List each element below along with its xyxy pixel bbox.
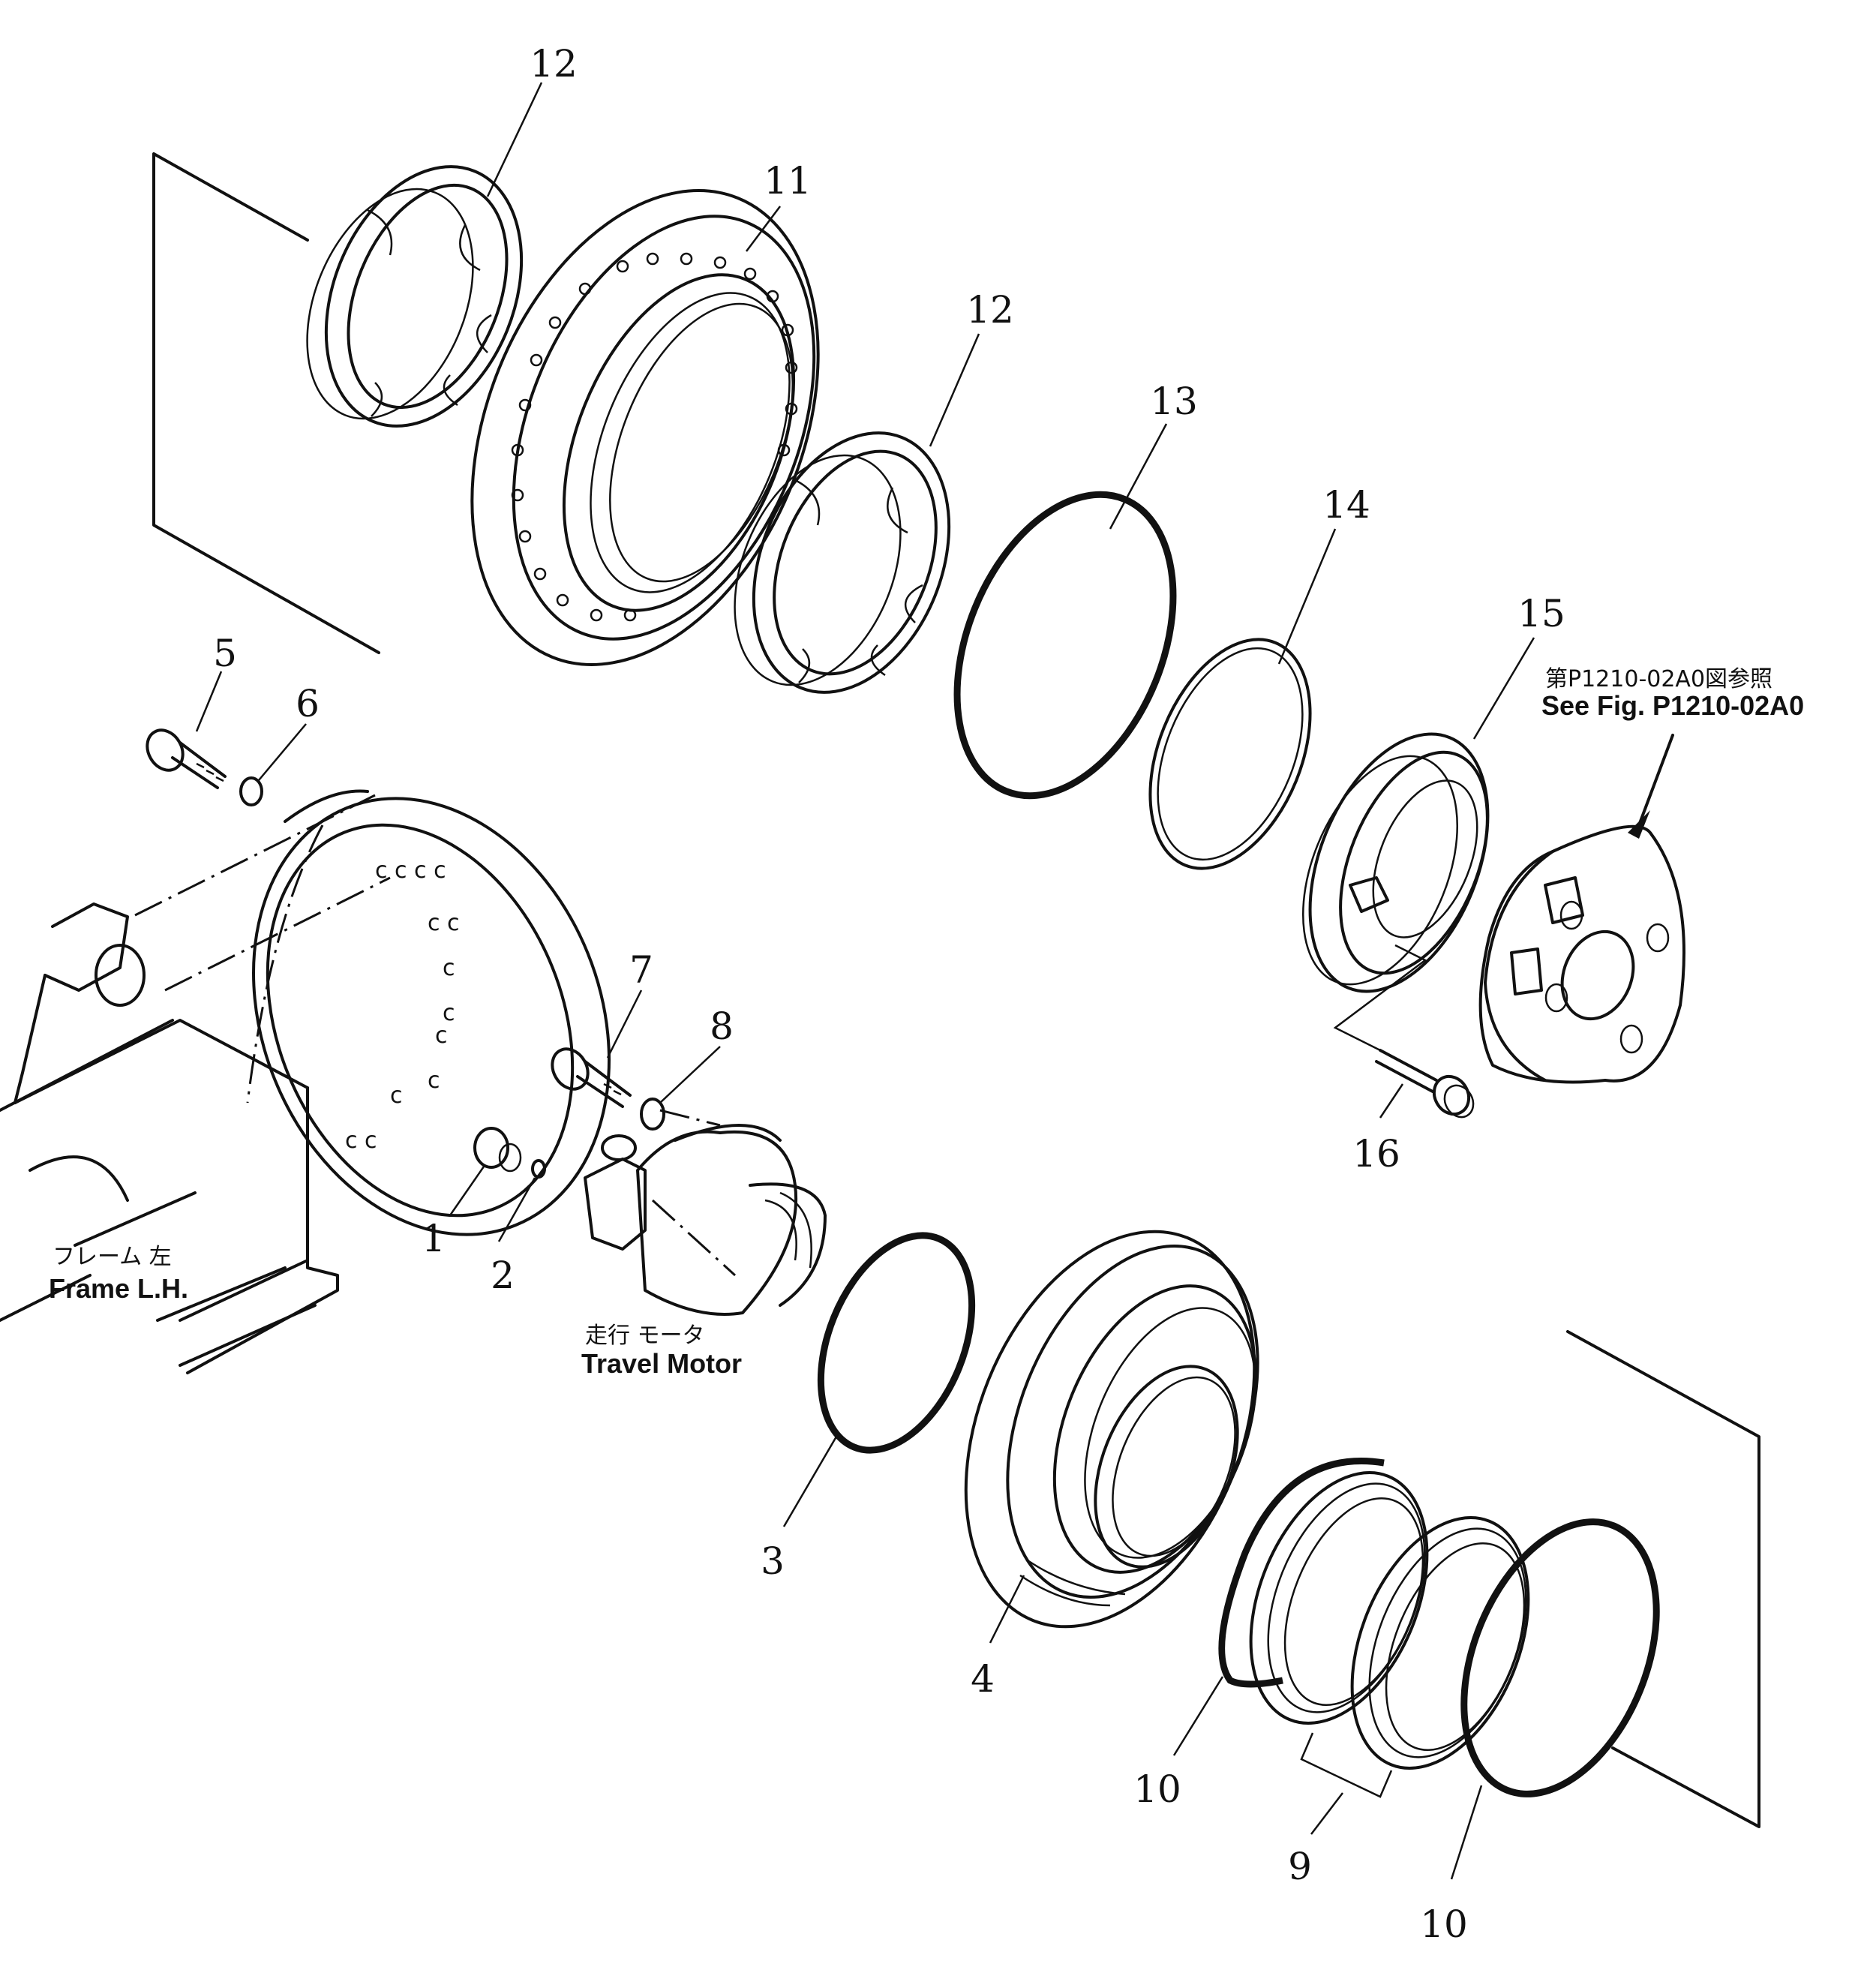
- callout-11: 11: [764, 159, 812, 203]
- part-14-ring: [1148, 638, 1312, 870]
- part-3-o-ring: [817, 1232, 976, 1454]
- callout-10-right: 10: [1420, 1902, 1468, 1946]
- part-12-bearing-lower: [734, 431, 951, 694]
- svg-text:c c c c: c c c c: [375, 857, 446, 884]
- frame-label-en: Frame L.H.: [49, 1273, 188, 1304]
- callout-1: 1: [422, 1217, 446, 1260]
- part-13-o-ring: [953, 491, 1177, 800]
- drum-bolt-holes: c c c c c c c c c c c c c: [345, 857, 460, 1154]
- motor-label-en: Travel Motor: [581, 1348, 742, 1379]
- reference-label-en: See Fig. P1210-02A0: [1541, 690, 1804, 721]
- svg-text:c c: c c: [345, 1128, 377, 1154]
- reference-arrow-head: [1628, 810, 1650, 839]
- part-16-bolt: [1375, 1049, 1475, 1119]
- part-2-o-ring: [531, 1159, 546, 1179]
- part-10-o-ring-left: [1218, 1458, 1385, 1688]
- part-10-o-ring-right: [1460, 1518, 1660, 1797]
- part-15-gear-ring: [1302, 732, 1490, 993]
- part-6-washer: [239, 776, 263, 806]
- callout-numbers: 12 11 12 13 14 15 5 6 7 8 16 1 2 3 4 10 …: [213, 42, 1565, 1946]
- callout-5: 5: [213, 632, 237, 675]
- frame-label-jp: フレーム 左: [53, 1244, 172, 1270]
- callout-9: 9: [1288, 1845, 1312, 1888]
- frame-drum: c c c c c c c c c c c c c: [134, 789, 611, 1236]
- callout-7: 7: [629, 948, 653, 992]
- svg-text:c c: c c: [428, 910, 460, 936]
- svg-text:c: c: [435, 1023, 448, 1049]
- callout-4: 4: [971, 1657, 995, 1701]
- callout-13: 13: [1150, 380, 1198, 423]
- bracket-upper-left: [152, 152, 380, 654]
- bracket-lower-right: [1566, 1330, 1760, 1828]
- callout-6: 6: [296, 682, 320, 725]
- hub-bolt-holes: [511, 252, 798, 622]
- motor-label-jp: 走行 モータ: [585, 1323, 705, 1349]
- part-1-plug: [473, 1127, 522, 1173]
- svg-text:c: c: [428, 1068, 440, 1094]
- svg-text:c: c: [443, 1000, 455, 1026]
- callout-16: 16: [1352, 1132, 1400, 1176]
- leader-lines: [195, 82, 1535, 1880]
- part-12-bearing-upper: [306, 165, 524, 428]
- part-8-washer: [640, 1098, 665, 1131]
- callout-10-left: 10: [1133, 1767, 1181, 1811]
- callout-8: 8: [710, 1005, 734, 1048]
- part-9-seal: [1249, 1471, 1530, 1798]
- callout-12-lower: 12: [966, 288, 1014, 332]
- reference-label-jp: 第P1210-02A0図参照: [1545, 666, 1772, 692]
- callout-3: 3: [761, 1539, 785, 1583]
- callout-15: 15: [1517, 592, 1565, 635]
- callout-14: 14: [1322, 483, 1370, 527]
- svg-text:c: c: [390, 1083, 403, 1109]
- frame-lh-housing: [0, 902, 339, 1374]
- bracket-part-16: [1333, 944, 1427, 1052]
- travel-motor: [584, 1109, 827, 1316]
- reference-carrier: [1478, 824, 1685, 1084]
- reference-arrow-shaft: [1637, 734, 1674, 827]
- svg-text:c: c: [443, 955, 455, 981]
- part-4-cover: [964, 1230, 1259, 1629]
- callout-12-upper: 12: [530, 42, 578, 86]
- part-5-bolt: [146, 728, 227, 789]
- callout-2: 2: [491, 1254, 515, 1297]
- part-7-bolt: [551, 1047, 632, 1108]
- part-11-hub: [470, 189, 820, 666]
